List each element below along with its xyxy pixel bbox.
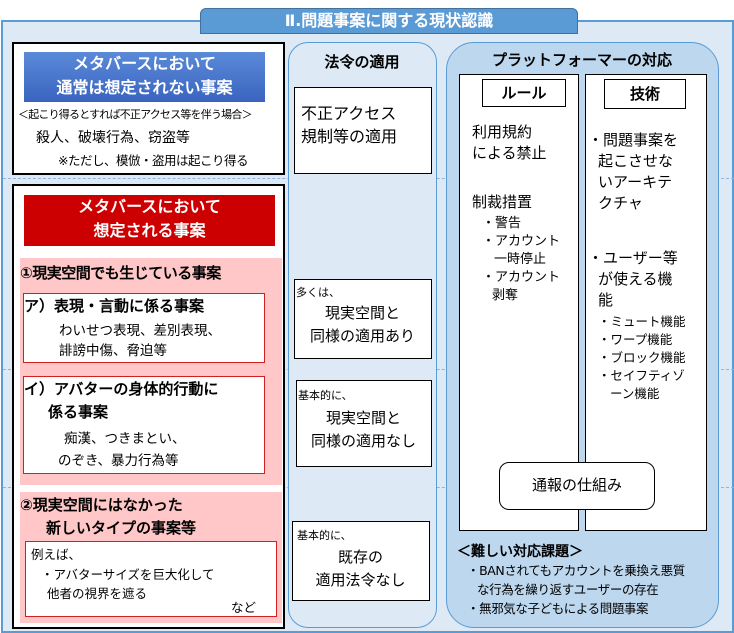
law-line: 既存の <box>337 548 383 566</box>
rule-line: による禁止 <box>472 144 547 162</box>
tech-item: ・ワープ機能 <box>598 332 673 347</box>
law-column: 法令の適用 不正アクセス規制等の適用 多くは、 現実空間と同様の適用あり 基本的… <box>288 42 437 628</box>
example-box: 例えば、 ・アバターサイズを巨大化して 他者の視界を遮る など <box>25 541 277 617</box>
category-1: ①現実空間でも生じている事案 ア）表現・言動に係る事案 わいせつ表現、差別表現、… <box>20 258 282 485</box>
law-lines: 既存の適用法令なし <box>293 546 428 592</box>
tech-line: が使える機 <box>598 270 673 288</box>
expected-heading: メタバースにおいて想定される事案 <box>24 195 275 246</box>
tech-line: ・ユーザー等 <box>588 249 678 267</box>
caveat: ※ただし、模倣・盗用は起こり得る <box>58 153 248 168</box>
tech-line: 起こさせな <box>598 152 674 170</box>
unexpected-heading: メタバースにおいて通常は想定されない事案 <box>24 52 265 102</box>
law-box-4: 基本的に、 既存の適用法令なし <box>292 521 430 601</box>
challenge-lines: ・BANされてもアカウントを乗換え悪質 な行為を繰り返すユーザーの存在 ・無邪気… <box>467 561 685 618</box>
example-etc: など <box>231 600 257 615</box>
category-2-title: ②現実空間にはなかった <box>20 496 183 514</box>
unexpected-cases-box: メタバースにおいて通常は想定されない事案 ＜起こり得るとすれば不正アクセス等を伴… <box>12 42 285 175</box>
law-box-1: 不正アクセス規制等の適用 <box>294 87 432 174</box>
law-lead: 基本的に、 <box>297 529 352 542</box>
case-i-line: のぞき、暴力行為等 <box>58 453 179 469</box>
example-lead: 例えば、 <box>31 547 82 562</box>
sanction-item: ・アカウント <box>482 270 561 285</box>
tech-column: 技術 ・問題事案を 起こさせな いアーキテ クチャ ・ユーザー等 が使える機 能… <box>585 74 707 531</box>
report-system-box: 通報の仕組み <box>499 462 655 510</box>
law-line: 適用法令なし <box>315 571 406 589</box>
heading-line: メタバースにおいて <box>78 197 221 216</box>
law-lines: 現実空間と同様の適用あり <box>295 302 430 348</box>
sanction-item: 一時停止 <box>494 252 547 267</box>
rule-column: ルール 利用規約による禁止 制裁措置 ・警告 ・アカウント 一時停止 ・アカウン… <box>459 74 579 531</box>
case-a-line: わいせつ表現、差別表現、 <box>59 323 221 339</box>
case-a-line: 誹謗中傷、脅迫等 <box>59 343 167 359</box>
law-lines: 現実空間と同様の適用なし <box>297 407 430 453</box>
case-i-title: 係る事案 <box>48 403 109 421</box>
rule-line: 利用規約 <box>472 123 533 141</box>
law-box-2: 多くは、 現実空間と同様の適用あり <box>294 279 432 359</box>
tech-lines-2: ・ユーザー等 が使える機 能 <box>588 248 678 311</box>
tech-item: ・ブロック機能 <box>598 350 686 365</box>
example-line: ・アバターサイズを巨大化して <box>41 567 215 582</box>
heading-line: 通常は想定されない事案 <box>56 78 233 97</box>
case-i-box: イ）アバターの身体的行動に 係る事案 痴漢、つきまとい、 のぞき、暴力行為等 <box>23 376 265 474</box>
category-1-title: ①現実空間でも生じている事案 <box>20 264 221 282</box>
challenge-line: な行為を繰り返すユーザーの存在 <box>477 582 659 597</box>
tech-items: ・ミュート機能 ・ワープ機能 ・ブロック機能 ・セイフティゾ ーン機能 <box>598 313 686 403</box>
law-title: 法令の適用 <box>324 53 400 71</box>
tech-line: クチャ <box>598 194 643 212</box>
law-line: 不正アクセス <box>301 104 397 123</box>
law-line: 規制等の適用 <box>301 127 398 146</box>
law-line: 同様の適用あり <box>309 327 415 345</box>
case-i-title: イ）アバターの身体的行動に <box>24 380 219 398</box>
sanction-items: ・警告 ・アカウント 一時停止 ・アカウント 剥奪 <box>482 215 560 305</box>
law-line: 同様の適用なし <box>310 432 416 450</box>
sanction-item: 剥奪 <box>492 288 519 303</box>
tech-label: 技術 <box>604 79 686 109</box>
rule-lines: 利用規約による禁止 <box>472 122 547 164</box>
example-line: 他者の視界を遮る <box>47 586 148 601</box>
law-box-3: 基本的に、 現実空間と同様の適用なし <box>296 380 432 467</box>
sanction-title: 制裁措置 <box>472 193 533 211</box>
challenge-line: ・無邪気な子どもによる問題事案 <box>467 601 649 616</box>
challenge-title: ＜難しい対応課題＞ <box>457 544 583 560</box>
tech-item: ・ミュート機能 <box>598 314 686 329</box>
tech-item: ーン機能 <box>610 386 660 401</box>
sanction-item: ・警告 <box>482 216 522 231</box>
section-title: Ⅱ.問題事案に関する現状認識 <box>200 8 578 34</box>
challenge-line: ・BANされてもアカウントを乗換え悪質 <box>467 563 685 578</box>
note: ＜起こり得るとすれば不正アクセス等を伴う場合＞ <box>18 108 253 121</box>
heading-line: メタバースにおいて <box>73 54 216 73</box>
law-lead: 基本的に、 <box>298 389 353 402</box>
tech-line: いアーキテ <box>598 173 673 191</box>
case-a-box: ア）表現・言動に係る事案 わいせつ表現、差別表現、 誹謗中傷、脅迫等 <box>23 293 265 363</box>
platform-title: プラットフォーマーの対応 <box>491 51 672 69</box>
case-a-title: ア）表現・言動に係る事案 <box>24 297 205 315</box>
category-2-title: 新しいタイプの事案等 <box>46 519 197 537</box>
examples: 殺人、破壊行為、窃盗等 <box>36 130 190 146</box>
tech-lines: ・問題事案を 起こさせな いアーキテ クチャ <box>588 130 678 214</box>
law-lead: 多くは、 <box>296 286 340 299</box>
law-line: 現実空間と <box>324 304 400 322</box>
sanction-item: ・アカウント <box>482 234 561 249</box>
law-line: 現実空間と <box>325 409 401 427</box>
tech-item: ・セイフティゾ <box>598 368 685 383</box>
tech-line: ・問題事案を <box>588 131 679 149</box>
tech-line: 能 <box>598 291 614 309</box>
expected-cases-box: メタバースにおいて想定される事案 ①現実空間でも生じている事案 ア）表現・言動に… <box>12 184 285 629</box>
rule-label: ルール <box>482 79 566 107</box>
category-2: ②現実空間にはなかった 新しいタイプの事案等 例えば、 ・アバターサイズを巨大化… <box>20 492 282 623</box>
platform-column: プラットフォーマーの対応 ルール 利用規約による禁止 制裁措置 ・警告 ・アカウ… <box>446 42 719 628</box>
case-i-line: 痴漢、つきまとい、 <box>64 431 186 447</box>
heading-line: 想定される事案 <box>93 221 206 240</box>
